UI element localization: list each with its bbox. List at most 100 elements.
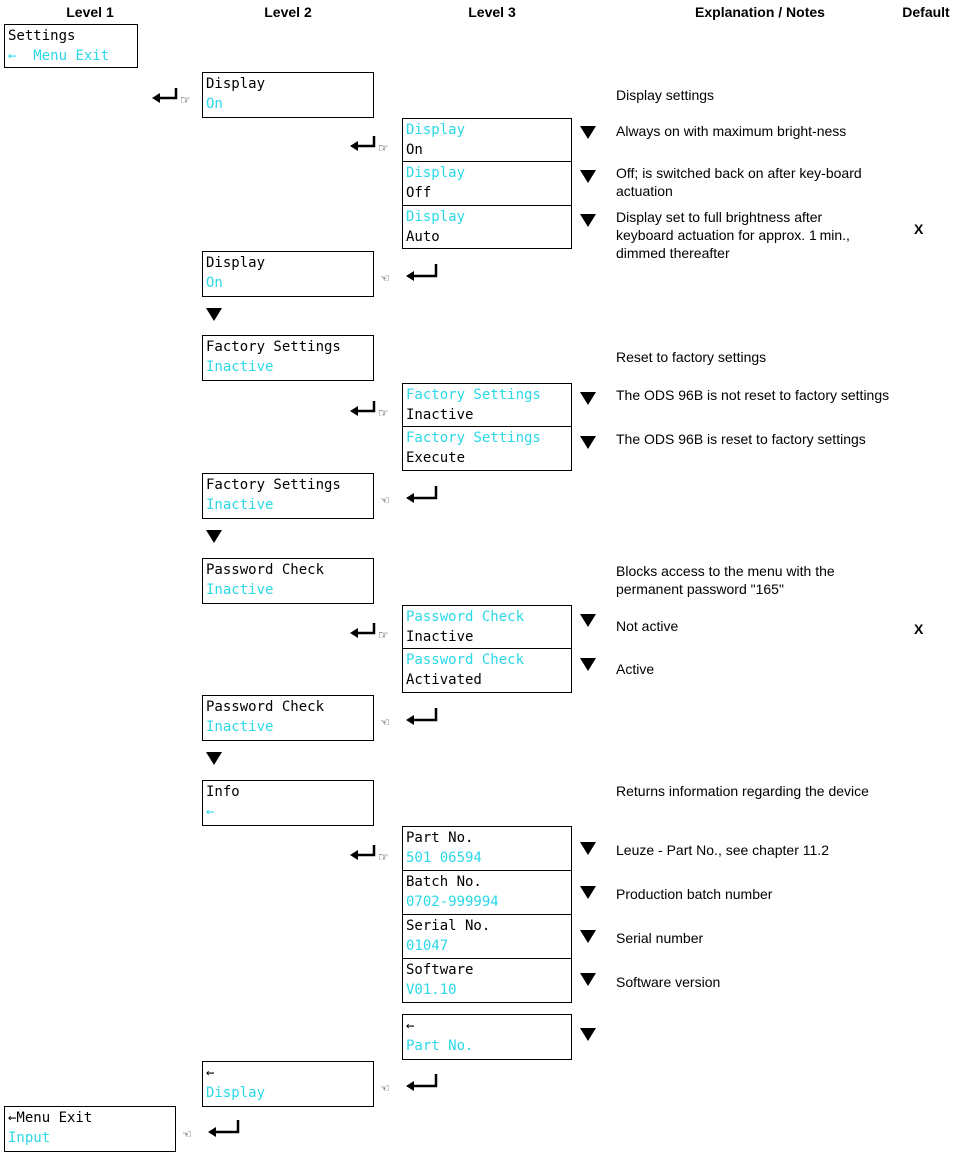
info-l2-box: Info ← bbox=[202, 780, 374, 826]
confirm-enter-icon: ☜ bbox=[380, 486, 438, 507]
svg-text:☜: ☜ bbox=[380, 494, 390, 507]
display-opt2-value: Off bbox=[406, 185, 432, 201]
header-level3: Level 3 bbox=[468, 4, 516, 20]
confirm-enter-icon: ☜ bbox=[182, 1120, 240, 1141]
password-opt2-title: Password Check bbox=[406, 652, 525, 668]
settings-menu-exit: Menu Exit bbox=[33, 48, 110, 64]
factory-l2-title: Factory Settings bbox=[206, 339, 341, 355]
password-ret-box: Password Check Inactive bbox=[202, 695, 374, 741]
down-triangle-icon bbox=[580, 392, 596, 405]
info-batch-value: 0702-999994 bbox=[406, 894, 499, 910]
svg-text:☞: ☞ bbox=[378, 628, 389, 642]
svg-text:☞: ☞ bbox=[378, 850, 389, 864]
password-opt2-value: Activated bbox=[406, 672, 482, 688]
down-triangle-icon bbox=[580, 842, 596, 855]
password-ret-title: Password Check bbox=[206, 699, 325, 715]
info-batch-title: Batch No. bbox=[406, 874, 482, 890]
display-l2-value: On bbox=[206, 96, 223, 112]
down-triangle-icon bbox=[580, 973, 596, 986]
display-opt2-box: Display Off bbox=[402, 161, 572, 206]
factory-opt2-value: Execute bbox=[406, 450, 466, 466]
down-triangle-icon bbox=[580, 614, 596, 627]
back-arrow-icon: ← bbox=[206, 804, 215, 820]
info-software-value: V01.10 bbox=[406, 982, 457, 998]
svg-text:☜: ☜ bbox=[182, 1128, 192, 1141]
password-l2-box: Password Check Inactive bbox=[202, 558, 374, 604]
password-note1: Not active bbox=[616, 618, 679, 634]
info-serial-title: Serial No. bbox=[406, 918, 491, 934]
info-part-title: Part No. bbox=[406, 830, 474, 846]
factory-opt1-title: Factory Settings bbox=[406, 387, 541, 403]
display-opt1-box: Display On bbox=[402, 118, 572, 162]
info-part-box: Part No. 501 06594 bbox=[402, 826, 572, 871]
enter-arrow-icon: ☞ bbox=[152, 88, 191, 107]
down-triangle-icon bbox=[580, 170, 596, 183]
back-arrow-icon: ← bbox=[206, 1065, 215, 1081]
down-triangle-icon bbox=[580, 1028, 596, 1041]
display-opt3-box: Display Auto bbox=[402, 205, 572, 249]
confirm-enter-icon: ☜ bbox=[380, 1074, 438, 1095]
back-display-box: ← Display bbox=[202, 1061, 374, 1107]
info-software-box: Software V01.10 bbox=[402, 958, 572, 1003]
info-batch-box: Batch No. 0702-999994 bbox=[402, 870, 572, 915]
factory-note2: The ODS 96B is reset to factory settings bbox=[616, 431, 866, 447]
factory-opt2-box: Factory Settings Execute bbox=[402, 426, 572, 471]
svg-text:☞: ☞ bbox=[378, 406, 389, 420]
password-opt1-box: Password Check Inactive bbox=[402, 605, 572, 649]
header-notes: Explanation / Notes bbox=[695, 4, 825, 20]
info-note-part: Leuze - Part No., see chapter 11.2 bbox=[616, 842, 829, 858]
factory-opt1-box: Factory Settings Inactive bbox=[402, 383, 572, 427]
confirm-enter-icon: ☜ bbox=[380, 708, 438, 729]
factory-ret-title: Factory Settings bbox=[206, 477, 341, 493]
down-triangle-icon bbox=[580, 886, 596, 899]
svg-text:☞: ☞ bbox=[180, 93, 191, 107]
password-l2-value: Inactive bbox=[206, 582, 274, 598]
down-triangle-icon bbox=[206, 308, 222, 321]
info-back-value: Part No. bbox=[406, 1038, 474, 1054]
factory-ret-value: Inactive bbox=[206, 497, 274, 513]
header-level2: Level 2 bbox=[264, 4, 312, 20]
display-note3: Display set to full brightness after key… bbox=[616, 209, 850, 261]
down-triangle-icon bbox=[580, 930, 596, 943]
display-ret-box: Display On bbox=[202, 251, 374, 297]
enter-arrow-icon: ☞ bbox=[350, 623, 389, 642]
svg-text:☜: ☜ bbox=[380, 1082, 390, 1095]
factory-l2-value: Inactive bbox=[206, 359, 274, 375]
password-opt2-box: Password Check Activated bbox=[402, 648, 572, 693]
display-note2: Off; is switched back on after key-board… bbox=[616, 165, 862, 199]
down-triangle-icon bbox=[580, 658, 596, 671]
settings-box: Settings ← Menu Exit bbox=[4, 24, 138, 68]
down-triangle-icon bbox=[206, 530, 222, 543]
factory-opt2-title: Factory Settings bbox=[406, 430, 541, 446]
display-opt3-value: Auto bbox=[406, 229, 440, 245]
factory-note-main: Reset to factory settings bbox=[616, 349, 767, 365]
password-note2: Active bbox=[616, 661, 655, 677]
info-note-software: Software version bbox=[616, 974, 721, 990]
enter-arrow-icon: ☞ bbox=[350, 401, 389, 420]
display-l2-box: Display On bbox=[202, 72, 374, 118]
display-l2-title: Display bbox=[206, 76, 266, 92]
info-l2-title: Info bbox=[206, 784, 240, 800]
display-opt1-title: Display bbox=[406, 122, 466, 138]
down-triangle-icon bbox=[206, 752, 222, 765]
down-triangle-icon bbox=[580, 436, 596, 449]
menu-exit-box: ←Menu Exit Input bbox=[4, 1106, 176, 1152]
display-note1: Always on with maximum bright-ness bbox=[616, 123, 847, 139]
svg-text:☜: ☜ bbox=[380, 716, 390, 729]
info-note-main: Returns information regarding the device bbox=[616, 783, 869, 799]
menu-exit-value: Input bbox=[8, 1130, 51, 1146]
header-level1: Level 1 bbox=[66, 4, 114, 20]
password-l2-title: Password Check bbox=[206, 562, 325, 578]
svg-text:☜: ☜ bbox=[380, 272, 390, 285]
info-serial-box: Serial No. 01047 bbox=[402, 914, 572, 959]
back-arrow-icon: ← bbox=[406, 1018, 415, 1034]
password-ret-value: Inactive bbox=[206, 719, 274, 735]
password-opt1-title: Password Check bbox=[406, 609, 525, 625]
confirm-enter-icon: ☜ bbox=[380, 264, 438, 285]
down-triangle-icon bbox=[580, 126, 596, 139]
password-default-mark: X bbox=[914, 621, 924, 637]
factory-note1: The ODS 96B is not reset to factory sett… bbox=[616, 387, 890, 403]
display-opt1-value: On bbox=[406, 142, 423, 158]
menu-exit-title: ←Menu Exit bbox=[8, 1110, 93, 1126]
back-arrow-icon: ← bbox=[8, 48, 17, 64]
